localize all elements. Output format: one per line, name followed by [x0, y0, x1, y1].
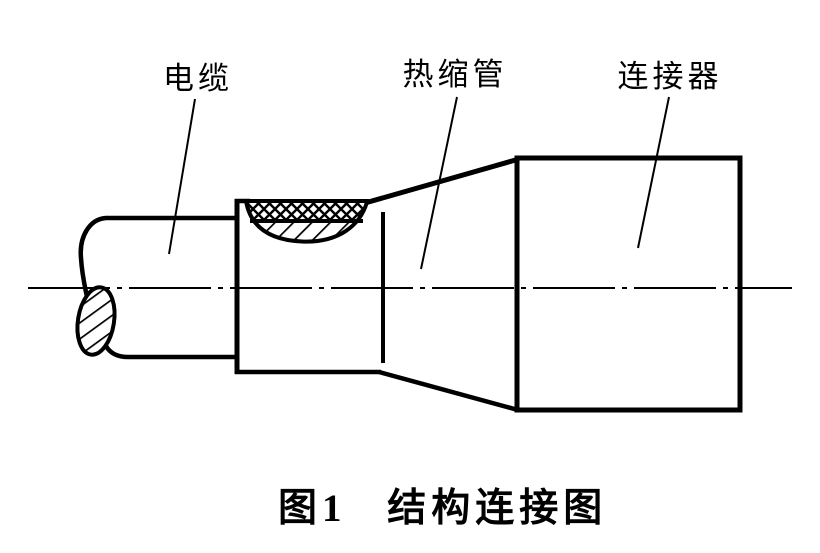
label-connector: 连接器 — [618, 59, 723, 94]
connector-outline — [514, 155, 743, 413]
tube-taper-bottom — [378, 369, 519, 413]
bowl-crosshatch-band — [246, 201, 367, 222]
connector-leader-line — [637, 96, 670, 249]
cable-outline — [75, 215, 240, 360]
label-cable: 电缆 — [163, 61, 233, 96]
cable-leader-line — [168, 98, 196, 255]
heat-shrink-tube-leader-line — [420, 96, 458, 270]
cable-cross-section-hatch — [75, 285, 117, 357]
figure-caption-number: 图1 — [278, 487, 347, 530]
figure-caption: 图1 结构连接图 — [278, 487, 607, 530]
sealant-bowl — [244, 199, 369, 244]
figure-caption-title: 结构连接图 — [387, 487, 607, 530]
heat-shrink-tube-outline — [234, 156, 520, 413]
tube-taper-top — [364, 156, 520, 206]
label-heat-shrink-tube: 热缩管 — [403, 57, 508, 92]
